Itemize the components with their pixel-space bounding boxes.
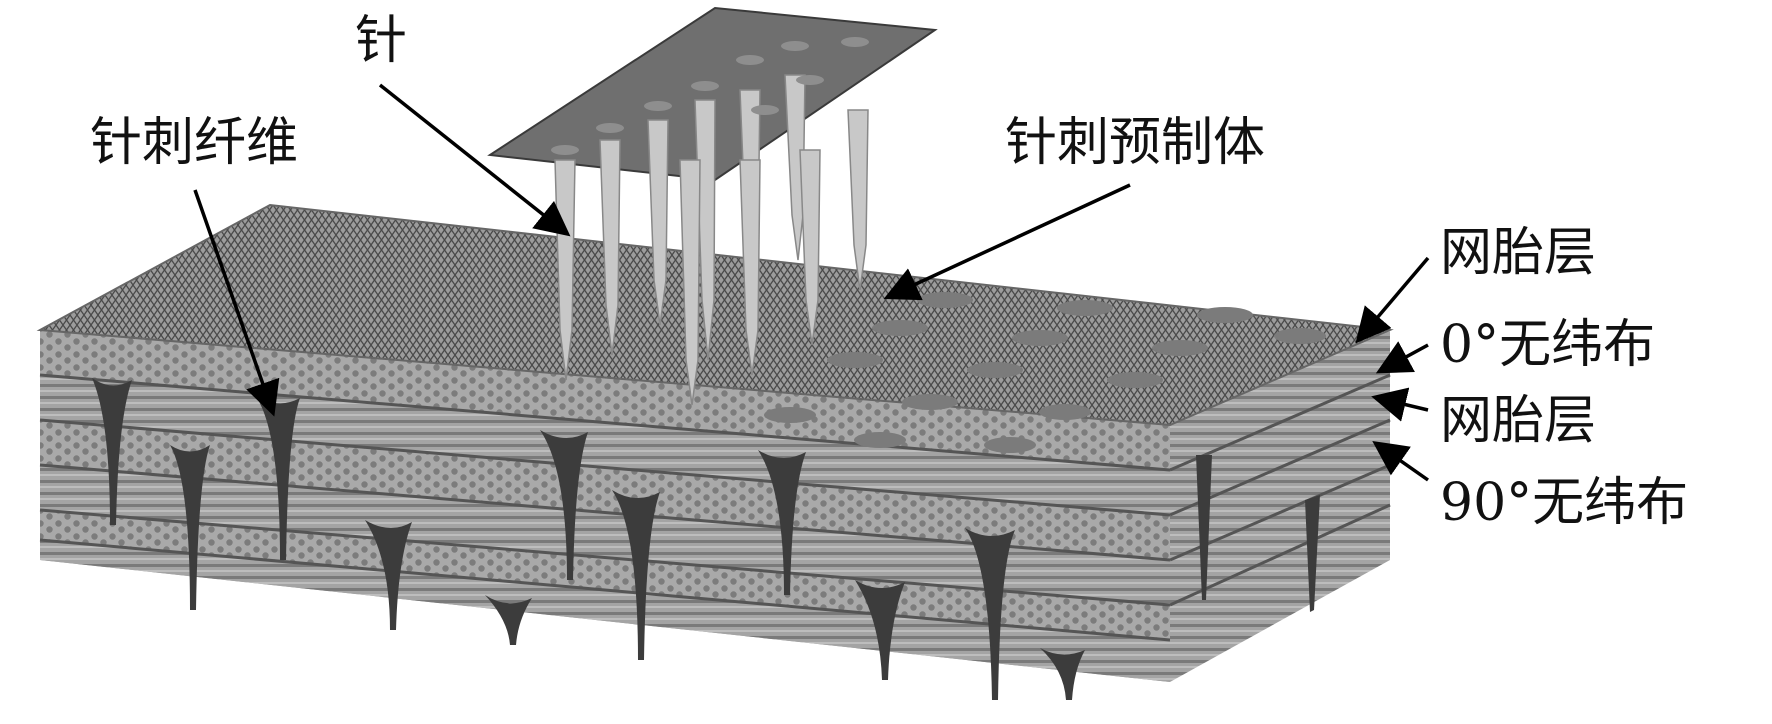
label-needled-preform: 针刺预制体	[1005, 113, 1265, 173]
needle	[679, 159, 701, 406]
needle	[599, 139, 621, 356]
label-ud-0: 0°无纬布	[1440, 315, 1655, 375]
needle-hole	[902, 394, 958, 410]
side-fiber-channel	[1196, 455, 1212, 600]
needle	[739, 159, 761, 376]
needle-hole	[872, 320, 928, 336]
needle-hole	[764, 407, 816, 423]
needle-board	[487, 6, 938, 406]
callout-arrows	[193, 83, 1430, 482]
ud-90-band	[40, 465, 1170, 605]
needle-hole	[854, 432, 906, 448]
fiber-channel	[965, 528, 1015, 700]
label-ud-90: 90°无纬布	[1440, 473, 1688, 533]
web-layer-band-2	[40, 420, 1170, 560]
label-web-layer-mid: 网胎层	[1440, 391, 1596, 451]
needle-hole	[917, 292, 973, 308]
arrow-needled-fiber	[193, 189, 280, 417]
side-face	[1169, 330, 1391, 682]
fiber-channel	[612, 490, 660, 660]
needle-hole	[1274, 328, 1326, 344]
needle-hole	[1197, 307, 1253, 323]
needle-hole	[1039, 404, 1091, 420]
needle-hole	[1152, 340, 1208, 356]
side-fiber-channel	[1305, 495, 1320, 612]
needle-hole	[1057, 300, 1113, 316]
label-needled-fiber: 针刺纤维	[90, 113, 298, 173]
needle-plate	[487, 6, 938, 182]
fiber-channel	[855, 580, 905, 680]
fiber-channel	[255, 395, 300, 560]
fiber-channel	[540, 430, 588, 580]
needle	[647, 119, 669, 326]
needle-hole	[1107, 372, 1163, 388]
needled-fiber-channels	[92, 378, 1085, 700]
fiber-channel	[1040, 648, 1085, 700]
arrow-needle	[378, 83, 571, 237]
label-web-layer-top: 网胎层	[1440, 223, 1596, 283]
arrow-ud-90	[1372, 440, 1430, 482]
arrow-ud-0	[1375, 341, 1429, 374]
ud-0-band	[40, 375, 1170, 515]
fiber-channel	[758, 450, 806, 595]
needle-hole	[1012, 330, 1068, 346]
label-needle: 针	[355, 11, 407, 71]
fiber-channel	[170, 445, 210, 610]
needle	[847, 109, 869, 291]
needle-hole	[827, 352, 883, 368]
needle-hole	[967, 362, 1023, 378]
needle-hole	[984, 437, 1036, 453]
needle	[784, 74, 806, 261]
fiber-channel	[92, 378, 132, 525]
fiber-channel	[365, 520, 412, 630]
arrow-web-layer-top	[1355, 256, 1430, 344]
arrow-needled-preform	[883, 183, 1131, 301]
fiber-channel	[485, 595, 532, 645]
arrow-web-layer-mid	[1371, 387, 1429, 422]
top-face	[36, 203, 1394, 453]
needle	[799, 149, 821, 346]
